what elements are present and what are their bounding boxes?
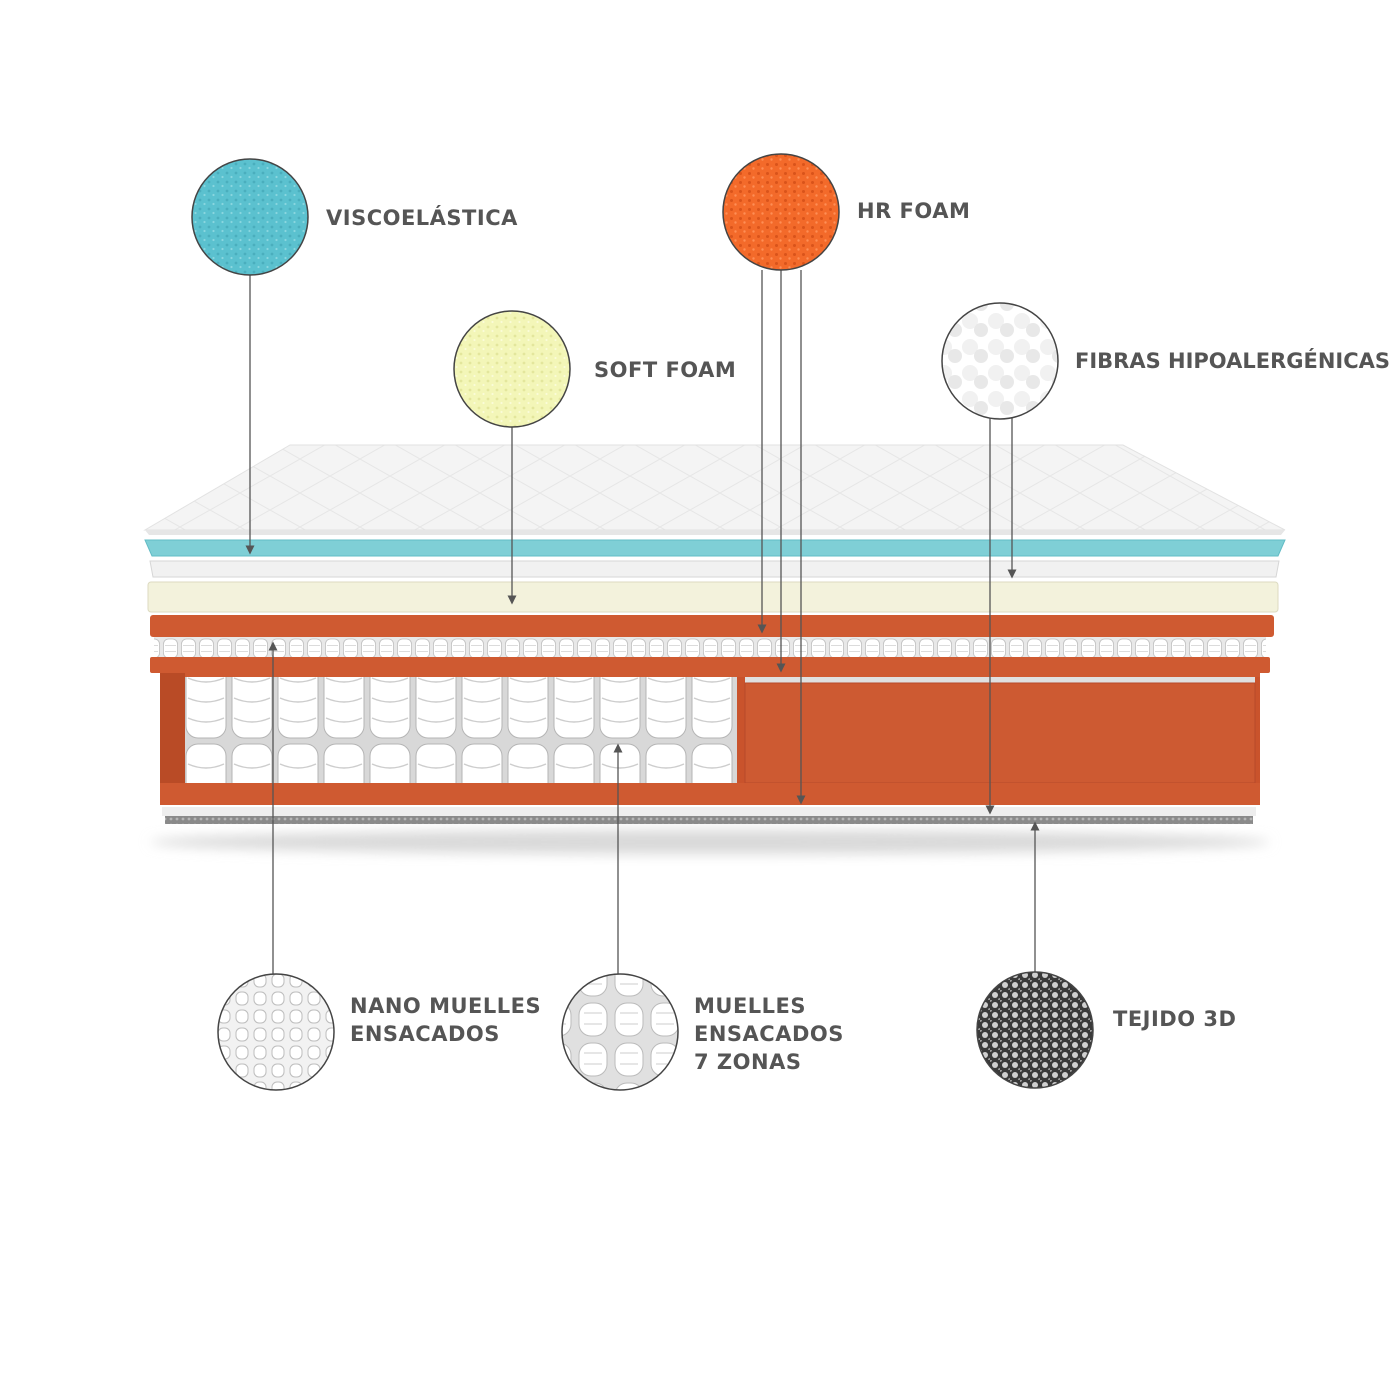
hr-foam-top-slab	[150, 615, 1274, 637]
3d-fabric-layer	[165, 816, 1253, 824]
label-nano-muelles: NANO MUELLES ENSACADOS	[350, 994, 542, 1046]
leader-lines	[245, 270, 1040, 975]
pocket-springs-swatch-icon	[561, 973, 679, 1091]
viscoelastic-layer	[144, 539, 1286, 557]
label-hr-foam: HR FOAM	[857, 199, 971, 223]
hr-foam-swatch-icon	[722, 153, 840, 271]
bottom-fiber-layer	[162, 807, 1256, 816]
3d-fabric-swatch-icon	[976, 971, 1094, 1089]
nano-springs-row	[154, 637, 1266, 659]
label-soft-foam: SOFT FOAM	[594, 358, 737, 382]
soft-foam-swatch-icon	[453, 310, 571, 428]
nano-springs-swatch-icon	[217, 973, 335, 1091]
mattress-cross-section	[143, 444, 1286, 854]
viscoelastic-foam-swatch-icon	[191, 158, 309, 276]
material-swatches	[191, 153, 1094, 1091]
label-fibras-hipoalergenicas: FIBRAS HIPOALERGÉNICAS	[1075, 349, 1390, 373]
soft-foam-layer	[147, 581, 1279, 613]
pocket-springs-block	[185, 677, 737, 783]
label-viscoelastica: VISCOELÁSTICA	[326, 206, 518, 230]
label-tejido-3d: TEJIDO 3D	[1113, 1007, 1237, 1031]
fibers-swatch-icon	[941, 302, 1059, 420]
hr-foam-middle-slab	[150, 657, 1270, 673]
top-cover-layer	[143, 444, 1286, 531]
fiber-layer	[149, 560, 1280, 578]
label-muelles-7-zonas: MUELLES ENSACADOS 7 ZONAS	[694, 994, 844, 1074]
